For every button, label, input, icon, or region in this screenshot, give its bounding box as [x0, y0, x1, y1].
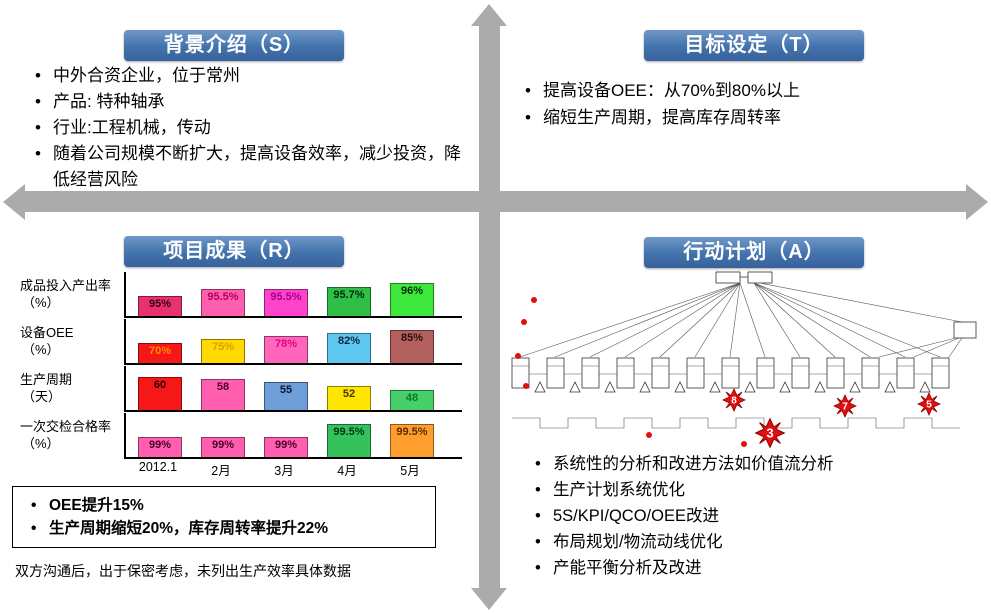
- results-title: 项目成果（R）: [124, 236, 344, 267]
- x-axis-label: 4月: [337, 464, 357, 478]
- chart-row: 一次交检合格率（%） 99% 99% 99% 99.5% 99.5%: [8, 413, 462, 459]
- chart-bar: 70%: [138, 343, 182, 363]
- chart-row-bars: 70% 75% 78% 82% 85%: [124, 319, 462, 365]
- bullet-item: 行业:工程机械，传动: [30, 115, 464, 141]
- results-summary-box: OEE提升15%生产周期缩短20%，库存周转率提升22%: [12, 486, 436, 548]
- chart-row-label: 成品投入产出率（%）: [20, 278, 112, 310]
- chart-row-label: 一次交检合格率（%）: [20, 419, 112, 451]
- bullet-item: 生产计划系统优化: [530, 477, 978, 503]
- chart-bar-value: 85%: [400, 332, 424, 344]
- bullet-item: 随着公司规模不断扩大，提高设备效率，减少投资，降低经营风险: [30, 141, 464, 193]
- chart-bar: 95.7%: [327, 287, 371, 316]
- target-title: 目标设定（T）: [644, 30, 864, 61]
- chart-bar-value: 95%: [148, 298, 172, 310]
- bullet-item: 生产周期缩短20%，库存周转率提升22%: [23, 517, 427, 540]
- kaizen-burst: 5: [917, 392, 941, 416]
- x-axis-label: 5月: [400, 464, 420, 478]
- chart-bar-value: 95.7%: [333, 289, 365, 301]
- chart-bar: 99%: [201, 437, 245, 457]
- chart-bar-value: 60: [153, 379, 167, 391]
- kaizen-burst-number: 8: [731, 396, 737, 407]
- kaizen-burst: 8: [722, 388, 746, 412]
- chart-row: 设备OEE（%） 70% 75% 78% 82% 85%: [8, 319, 462, 365]
- chart-bar: 78%: [264, 336, 308, 363]
- bullet-item: 系统性的分析和改进方法如价值流分析: [530, 451, 978, 477]
- bullet-item: 中外合资企业，位于常州: [30, 63, 464, 89]
- bullet-item: 缩短生产周期，提高库存周转率: [520, 104, 944, 131]
- chart-bar-value: 95.5%: [207, 291, 239, 303]
- bullet-item: 布局规划/物流动线优化: [530, 529, 978, 555]
- chart-bar: 95.5%: [264, 289, 308, 316]
- arrow-down-icon: [471, 588, 507, 610]
- bullet-item: 提高设备OEE：从70%到80%以上: [520, 77, 944, 104]
- x-axis-label: 2012.1: [138, 460, 178, 474]
- chart-bar: 52: [327, 386, 371, 410]
- target-bullet-list: 提高设备OEE：从70%到80%以上缩短生产周期，提高库存周转率: [520, 77, 944, 131]
- chart-bar: 99%: [138, 437, 182, 457]
- x-axis-label: 3月: [274, 464, 294, 478]
- chart-bar-value: 99%: [148, 439, 172, 451]
- arrow-up-icon: [471, 4, 507, 26]
- chart-bar-value: 55: [279, 384, 293, 396]
- kaizen-burst-number: 3: [766, 426, 773, 441]
- chart-bar-value: 82%: [337, 335, 361, 347]
- chart-row-bars: 60 58 55 52 48: [124, 366, 462, 412]
- chart-row-bars: 95% 95.5% 95.5% 95.7% 96%: [124, 272, 462, 318]
- bullet-item: OEE提升15%: [23, 494, 427, 517]
- chart-bar: 99.5%: [327, 424, 371, 457]
- chart-bar: 99%: [264, 437, 308, 457]
- chart-bar-value: 99.5%: [333, 426, 365, 438]
- chart-bar: 96%: [390, 283, 434, 316]
- privacy-note: 双方沟通后，出于保密考虑，未列出生产效率具体数据: [15, 563, 351, 579]
- chart-bar: 75%: [201, 339, 245, 363]
- chart-bar-value: 99.5%: [396, 426, 428, 438]
- bullet-item: 产品: 特种轴承: [30, 89, 464, 115]
- chart-x-axis: 2012.1 2月 3月 4月 5月: [8, 460, 462, 480]
- x-axis-label: 2月: [211, 464, 231, 478]
- results-chart: 成品投入产出率（%） 95% 95.5% 95.5% 95.7% 96% 设备OEE（%） 7…: [8, 272, 462, 481]
- bullet-item: 产能平衡分析及改进: [530, 555, 978, 581]
- chart-bar: 85%: [390, 330, 434, 363]
- action-bullet-list: 系统性的分析和改进方法如价值流分析生产计划系统优化5S/KPI/QCO/OEE改…: [530, 451, 978, 581]
- chart-row-label: 设备OEE（%）: [20, 325, 74, 357]
- background-title: 背景介绍（S）: [124, 30, 344, 61]
- action-plan-title: 行动计划（A）: [644, 237, 864, 268]
- chart-bar: 60: [138, 377, 182, 410]
- vsm-diagram: 8 3 7 5: [511, 271, 977, 449]
- chart-bar-value: 75%: [211, 341, 235, 353]
- chart-bar: 58: [201, 379, 245, 410]
- chart-bar-value: 52: [342, 388, 356, 400]
- kaizen-burst-number: 7: [842, 402, 848, 413]
- chart-bar-value: 99%: [211, 439, 235, 451]
- chart-bar: 99.5%: [390, 424, 434, 457]
- chart-bar-value: 95.5%: [270, 291, 302, 303]
- vsm-process-row: [511, 357, 950, 389]
- chart-bar: 95%: [138, 296, 182, 316]
- kaizen-burst: 7: [833, 394, 857, 418]
- chart-bar: 48: [390, 390, 434, 410]
- bullet-item: 5S/KPI/QCO/OEE改进: [530, 503, 978, 529]
- chart-row: 生产周期（天） 60 58 55 52 48: [8, 366, 462, 412]
- chart-bar-value: 70%: [148, 345, 172, 357]
- chart-row: 成品投入产出率（%） 95% 95.5% 95.5% 95.7% 96%: [8, 272, 462, 318]
- arrow-shaft: [479, 24, 500, 590]
- chart-row-label: 生产周期（天）: [20, 372, 73, 404]
- kaizen-burst-number: 5: [926, 400, 932, 411]
- arrow-right-icon: [966, 184, 988, 220]
- chart-row-bars: 99% 99% 99% 99.5% 99.5%: [124, 413, 462, 459]
- chart-bar: 95.5%: [201, 289, 245, 316]
- chart-bar: 82%: [327, 333, 371, 363]
- chart-bar-value: 58: [216, 381, 230, 393]
- chart-bar-value: 48: [405, 392, 419, 404]
- arrow-left-icon: [3, 184, 25, 220]
- chart-bar-value: 78%: [274, 338, 298, 350]
- background-bullet-list: 中外合资企业，位于常州产品: 特种轴承行业:工程机械，传动随着公司规模不断扩大，…: [30, 63, 464, 193]
- chart-bar: 55: [264, 382, 308, 410]
- arrow-shaft: [24, 191, 966, 212]
- results-summary-list: OEE提升15%生产周期缩短20%，库存周转率提升22%: [23, 494, 427, 540]
- chart-bar-value: 99%: [274, 439, 298, 451]
- chart-bar-value: 96%: [400, 285, 424, 297]
- kaizen-burst: 3: [754, 417, 786, 449]
